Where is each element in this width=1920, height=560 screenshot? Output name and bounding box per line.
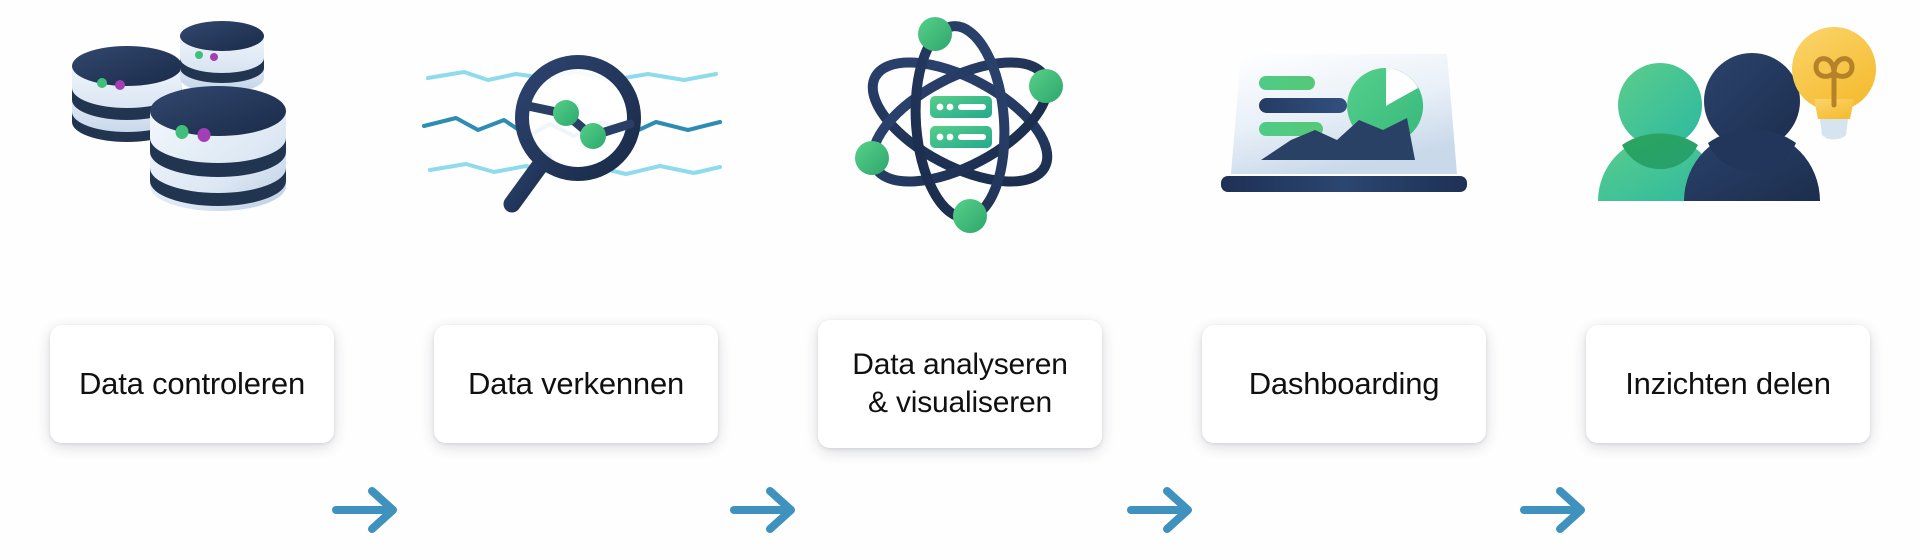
dash-area-chart — [1261, 118, 1415, 160]
step-label-text-1: Data controleren — [79, 366, 305, 402]
arrow-right-icon-4 — [1518, 480, 1594, 540]
step-label-card-5[interactable]: Inzichten delen — [1586, 325, 1870, 443]
lightbulb-icon — [1792, 27, 1876, 140]
magnified-trend-line — [523, 100, 635, 149]
person-navy — [1684, 53, 1820, 201]
process-step-1: Data controleren — [0, 0, 384, 560]
server-rack-nucleus — [930, 95, 992, 148]
magnifier-lens — [515, 55, 641, 181]
step-label-card-3[interactable]: Data analyseren & visualiseren — [818, 320, 1102, 448]
arrow-right-icon-2 — [728, 480, 804, 540]
process-step-3: Data analyseren & visualiseren — [768, 0, 1152, 560]
databases-icon — [0, 8, 384, 238]
dash-bar-green-1 — [1259, 76, 1315, 90]
atom-orbits — [867, 20, 1053, 223]
magnifier-handle — [503, 151, 553, 213]
process-step-2: Data verkennen — [384, 0, 768, 560]
process-step-5: Inzichten delen — [1536, 0, 1920, 560]
atom-electrons — [855, 16, 1063, 233]
atom-server-icon — [768, 8, 1152, 238]
step-label-text-2: Data verkennen — [467, 366, 685, 402]
process-step-4: Dashboarding — [1152, 0, 1536, 560]
dashboard-laptop-icon — [1152, 8, 1536, 238]
step-label-card-1[interactable]: Data controleren — [50, 325, 334, 443]
arrow-right-icon-1 — [330, 480, 406, 540]
step-label-text-4: Dashboarding — [1248, 366, 1440, 402]
arrow-right-icon-3 — [1125, 480, 1201, 540]
people-lightbulb-icon — [1536, 8, 1920, 238]
database-drum-front — [150, 85, 286, 211]
step-label-text-3: Data analyseren & visualiseren — [852, 347, 1068, 419]
laptop-base — [1221, 176, 1467, 192]
magnifier-chart-icon — [384, 8, 768, 238]
dash-bar-green-2 — [1259, 122, 1323, 136]
step-label-card-2[interactable]: Data verkennen — [434, 325, 718, 443]
step-label-card-4[interactable]: Dashboarding — [1202, 325, 1486, 443]
database-drum-back-right — [180, 20, 264, 93]
step-label-text-5: Inzichten delen — [1625, 366, 1831, 402]
dash-bar-navy — [1259, 98, 1347, 113]
